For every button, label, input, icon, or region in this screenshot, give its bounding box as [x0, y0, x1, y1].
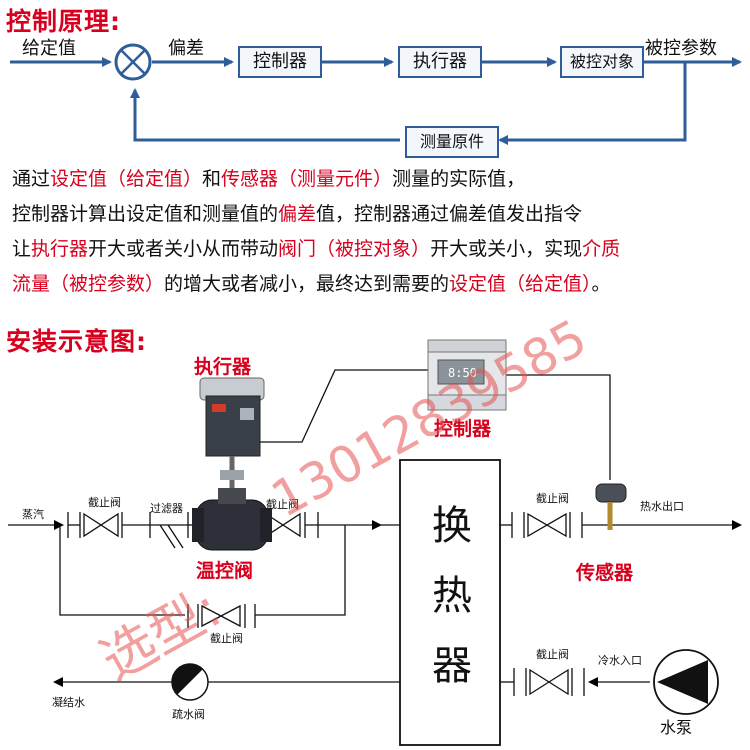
paragraph-text: 开大或者关小从而带动	[88, 238, 279, 260]
hot-water-out-label: 热水出口	[640, 500, 684, 513]
valve-label: 温控阀	[196, 560, 254, 582]
highlighted-term: 执行器	[31, 238, 89, 260]
paragraph-line: 流量（被控参数）的增大或者减小，最终达到需要的设定值（给定值）。	[12, 267, 742, 302]
bypass-stop-valve-icon	[201, 604, 241, 628]
flow-output-label: 被控参数	[645, 38, 717, 59]
temperature-control-valve-icon	[192, 488, 272, 551]
pump-label: 水泵	[660, 718, 693, 737]
sensor-label: 传感器	[576, 562, 634, 584]
highlighted-term: 传感器（测量元件）	[221, 168, 393, 190]
flow-input-label: 给定值	[22, 38, 76, 59]
highlighted-term: 设定值（给定值）	[449, 273, 592, 295]
paragraph-line: 控制器计算出设定值和测量值的偏差值，控制器通过偏差值发出指令	[12, 197, 742, 232]
flow-arrow-feedback-left	[130, 88, 400, 142]
highlighted-term: 阀门（被控对象）	[278, 238, 431, 260]
cold-side-stop-valve-icon	[529, 668, 569, 696]
paragraph-line: 让执行器开大或者关小从而带动阀门（被控对象）开大或关小，实现介质	[12, 232, 742, 267]
stop-valve-2-label: 截止阀	[266, 498, 299, 511]
steam-label: 蒸汽	[22, 508, 44, 521]
pump-icon	[653, 649, 719, 715]
hot-side-stop-valve-label: 截止阀	[536, 492, 569, 505]
flow-box-plant: 被控对象	[560, 46, 644, 78]
actuator-icon	[199, 377, 265, 488]
flow-box-actuator: 执行器	[398, 46, 482, 78]
summing-junction-icon	[114, 43, 152, 81]
heat-exchanger-char-3: 器	[432, 643, 472, 689]
paragraph-text: 让	[12, 238, 32, 260]
cold-water-in-label: 冷水入口	[598, 654, 642, 667]
highlighted-term: 流量（被控参数）	[12, 273, 165, 295]
highlighted-term: 偏差	[278, 203, 317, 225]
section-title-installation: 安装示意图:	[6, 327, 147, 356]
controller-device-icon	[427, 339, 507, 411]
flow-error-label: 偏差	[168, 38, 204, 59]
paragraph-text: 开大或关小，实现	[430, 238, 583, 260]
paragraph-line: 通过设定值（给定值）和传感器（测量元件）测量的实际值，	[12, 162, 742, 197]
filter-icon	[150, 524, 188, 549]
filter-label: 过滤器	[150, 502, 183, 515]
paragraph-text: 值，控制器通过偏差值发出指令	[316, 203, 583, 225]
paragraph-text: 控制器计算出设定值和测量值的	[12, 203, 279, 225]
actuator-label: 执行器	[194, 356, 252, 378]
pipe-bypass-right	[255, 525, 346, 616]
highlighted-term: 介质	[582, 238, 621, 260]
drain-valve-label: 疏水阀	[172, 708, 205, 721]
controller-display: 8:50	[448, 366, 477, 380]
cold-side-stop-valve-label: 截止阀	[536, 648, 569, 661]
controller-label: 控制器	[434, 418, 492, 440]
heat-exchanger-body	[399, 459, 501, 746]
stop-valve-1-icon	[83, 512, 119, 538]
flow-arrow-feedback-right	[498, 62, 687, 145]
pipe-bypass-left	[59, 525, 185, 616]
heat-exchanger-char-2: 热	[432, 573, 472, 619]
paragraph-text: 的增大或者减小，最终达到需要的	[164, 273, 450, 295]
paragraph-text: 通过	[12, 168, 51, 190]
bypass-stop-valve-label: 截止阀	[210, 632, 243, 645]
heat-exchanger-char-1: 换	[432, 503, 472, 549]
paragraph-text: 。	[591, 273, 611, 295]
flow-box-sensor: 测量原件	[405, 126, 499, 158]
explanation-paragraph: 通过设定值（给定值）和传感器（测量元件）测量的实际值，控制器计算出设定值和测量值…	[12, 162, 742, 302]
wire-controller-sensor	[502, 374, 611, 480]
drain-valve-icon	[171, 663, 209, 701]
highlighted-term: 设定值（给定值）	[50, 168, 203, 190]
temperature-sensor-icon	[595, 483, 627, 530]
hot-side-stop-valve-icon	[527, 512, 567, 538]
paragraph-text: 和	[202, 168, 222, 190]
section-title-control-principle: 控制原理:	[6, 7, 121, 36]
condensate-label: 凝结水	[52, 696, 85, 709]
flow-box-controller: 控制器	[238, 46, 322, 78]
stop-valve-1-label: 截止阀	[88, 496, 121, 509]
paragraph-text: 测量的实际值，	[392, 168, 526, 190]
